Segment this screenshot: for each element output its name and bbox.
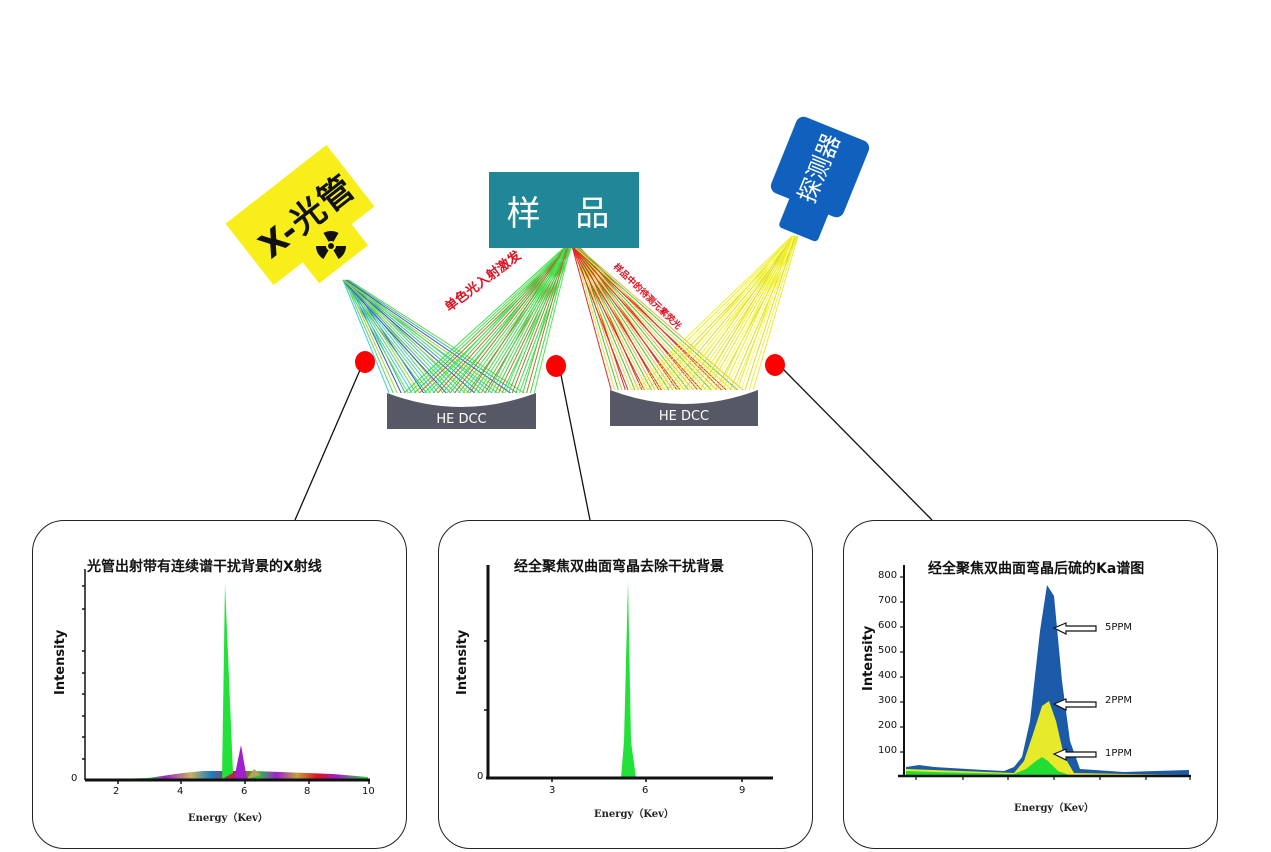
filtered-chart [484, 565, 773, 782]
marker-detector-input [765, 354, 785, 376]
sulfur-ka-chart [898, 565, 1191, 780]
sample-box: 样 品 [489, 172, 639, 248]
annotation-5ppm: 5PPM [1105, 622, 1133, 633]
x-axis-label: Energy（Kev） [594, 809, 674, 820]
x-tick: 2 [113, 786, 120, 797]
spectrum-chart [82, 569, 370, 784]
radiation-icon [315, 230, 347, 259]
x-tick: 10 [362, 786, 375, 797]
x-tick: 9 [739, 785, 746, 796]
crystal-left: HE DCC [387, 393, 536, 429]
crystal-right: HE DCC [610, 390, 758, 426]
arrow-icons [1052, 622, 1097, 761]
annotation-1ppm: 1PPM [1105, 748, 1133, 759]
y-tick-zero: 0 [71, 773, 78, 784]
x-tick: 6 [241, 786, 248, 797]
x-tick: 6 [642, 785, 649, 796]
y-axis-label: Intensity [53, 629, 68, 695]
marker-tube-output [355, 351, 375, 373]
crystal-right-label: HE DCC [658, 409, 710, 424]
y-tick: 700 [878, 595, 898, 606]
y-tick: 600 [878, 620, 898, 631]
x-axis-label: Energy（Kev） [1014, 803, 1094, 814]
y-axis-label: Intensity [861, 625, 876, 691]
y-tick: 200 [878, 720, 898, 731]
marker-filtered-beam [546, 355, 566, 377]
panel-sulfur-ka-spectrum: 经全聚焦双曲面弯晶后硫的Ka谱图 Intensi [843, 520, 1218, 849]
y-tick: 400 [878, 670, 898, 681]
x-tick: 3 [549, 785, 556, 796]
panel-filtered-spectrum: 经全聚焦双曲面弯晶去除干扰背景 Intensity 0 3 6 9 Energy… [438, 520, 813, 849]
y-axis-label: Intensity [455, 629, 470, 695]
y-tick: 100 [878, 745, 898, 756]
panel-tube-spectrum: 光管出射带有连续谱干扰背景的X射线 [32, 520, 407, 849]
panel-title: 经全聚焦双曲面弯晶后硫的Ka谱图 [928, 561, 1145, 577]
y-tick: 800 [878, 570, 898, 581]
y-tick-zero: 0 [477, 771, 484, 782]
y-tick: 300 [878, 695, 898, 706]
panel-title: 经全聚焦双曲面弯晶去除干扰背景 [514, 559, 724, 575]
x-tick: 4 [177, 786, 184, 797]
annotation-2ppm: 2PPM [1105, 695, 1133, 706]
panel-title: 光管出射带有连续谱干扰背景的X射线 [87, 559, 322, 575]
sample-label: 样 品 [506, 193, 622, 234]
x-tick: 8 [304, 786, 311, 797]
y-tick: 500 [878, 645, 898, 656]
x-axis-label: Energy（Kev） [188, 813, 268, 824]
crystal-left-label: HE DCC [436, 412, 487, 427]
